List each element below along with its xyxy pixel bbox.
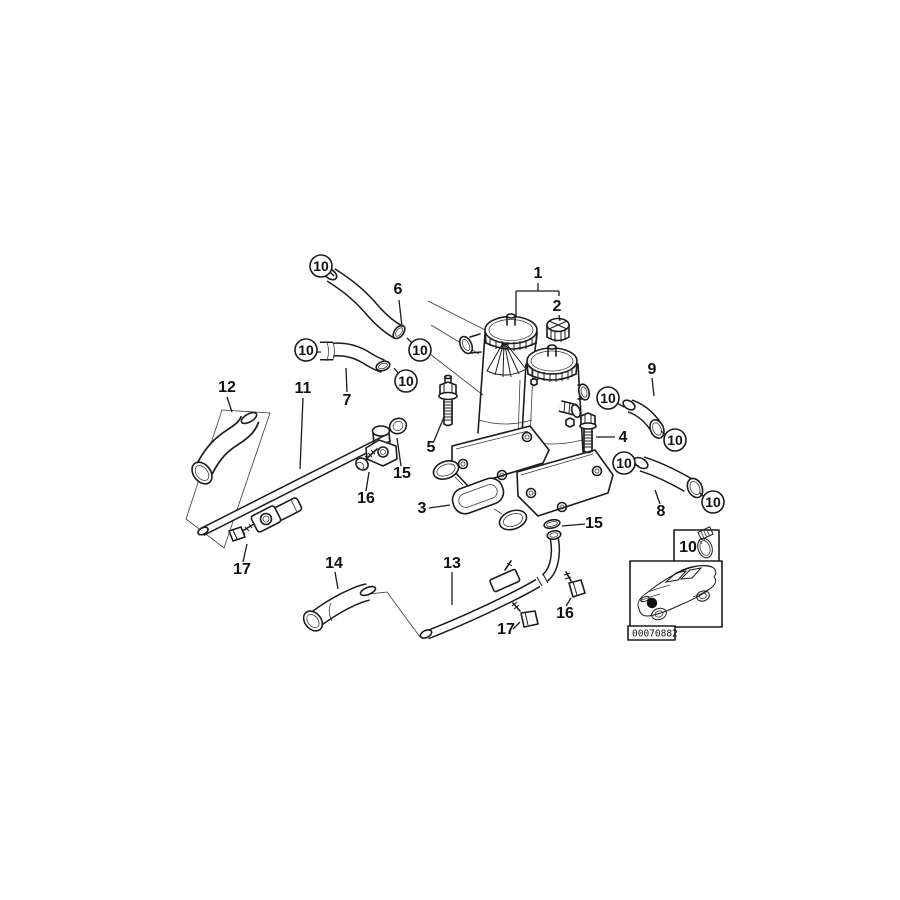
bolt-16-lower: [563, 571, 586, 598]
clamp-badge-number: 10: [705, 494, 721, 510]
hose-clamp-icon: [697, 526, 714, 559]
car-inset-image: 00070882: [627, 560, 723, 641]
clamp-badge-number: 10: [313, 258, 329, 274]
hose-6: [322, 267, 406, 340]
clamp-badge-number: 10: [600, 390, 616, 406]
part-label-4: 4: [619, 429, 628, 446]
clamp-badge: 10: [596, 386, 620, 410]
clamp-badge: 10: [612, 451, 636, 475]
hose-12: [191, 411, 260, 485]
callout-leader-lines: [226, 271, 705, 630]
clamp-legend-number: 10: [679, 539, 697, 556]
clamp-badge: 10: [309, 254, 333, 278]
clamp-badge-number: 10: [398, 373, 414, 389]
part-label-7: 7: [343, 392, 352, 409]
part-label-8: 8: [657, 503, 666, 520]
water-pipe-13: [419, 529, 562, 640]
part-label-16: 16: [357, 490, 375, 507]
bolt-16-upper: [355, 448, 378, 471]
part-label-9: 9: [648, 361, 657, 378]
image-code: 00070882: [632, 629, 678, 640]
clamp-badge: 10: [701, 490, 725, 514]
o-ring-15-upper: [388, 417, 408, 435]
bolt-17-right: [511, 601, 539, 628]
part-label-11: 11: [295, 380, 312, 397]
hose-14: [302, 583, 377, 632]
clamp-badge: 10: [394, 369, 418, 393]
bolt-4: [579, 412, 597, 454]
hose-9: [622, 399, 665, 439]
clamp-badge-number: 10: [412, 342, 428, 358]
part-label-15b: 15: [585, 515, 603, 532]
location-dot: [646, 597, 658, 609]
part-label-5: 5: [427, 439, 436, 456]
clamp-badge: 10: [408, 338, 432, 362]
clamp-badge-number: 10: [667, 432, 683, 448]
image-code-box: 00070882: [627, 625, 678, 641]
clamp-badge: 10: [294, 338, 318, 362]
part-label-15: 15: [393, 465, 411, 482]
part-label-12: 12: [218, 379, 236, 396]
o-ring-15-lower: [543, 518, 561, 530]
stud-bolt-5: [438, 374, 458, 427]
part-label-14: 14: [325, 555, 343, 572]
clamp-badge-number: 10: [298, 342, 314, 358]
part-label-13: 13: [443, 555, 461, 572]
bolt-17-left: [228, 523, 255, 542]
clamp-badge: 10: [663, 428, 687, 452]
part-label-1: 1: [534, 265, 543, 282]
part-label-6: 6: [394, 281, 403, 298]
part-number-labels: 1 2 3 4 5 6 7 8 9 11 12 13 14 15 15 16 1…: [218, 265, 665, 638]
thermostat-housing-assembly: [451, 313, 614, 517]
part-label-2: 2: [553, 298, 562, 315]
screw-plug: [546, 317, 570, 342]
hose-7: [320, 341, 391, 373]
part-label-17: 17: [233, 561, 251, 578]
part-label-3: 3: [418, 500, 427, 517]
clamp-legend-box: 10: [673, 526, 720, 563]
profile-gasket: [432, 460, 528, 531]
hose-8: [633, 456, 704, 499]
clamp-callout-badges: 10 10 10 10 10 10 10 10: [294, 254, 725, 514]
part-label-16b: 16: [556, 605, 574, 622]
part-label-17b: 17: [497, 621, 515, 638]
clamp-badge-number: 10: [616, 455, 632, 471]
